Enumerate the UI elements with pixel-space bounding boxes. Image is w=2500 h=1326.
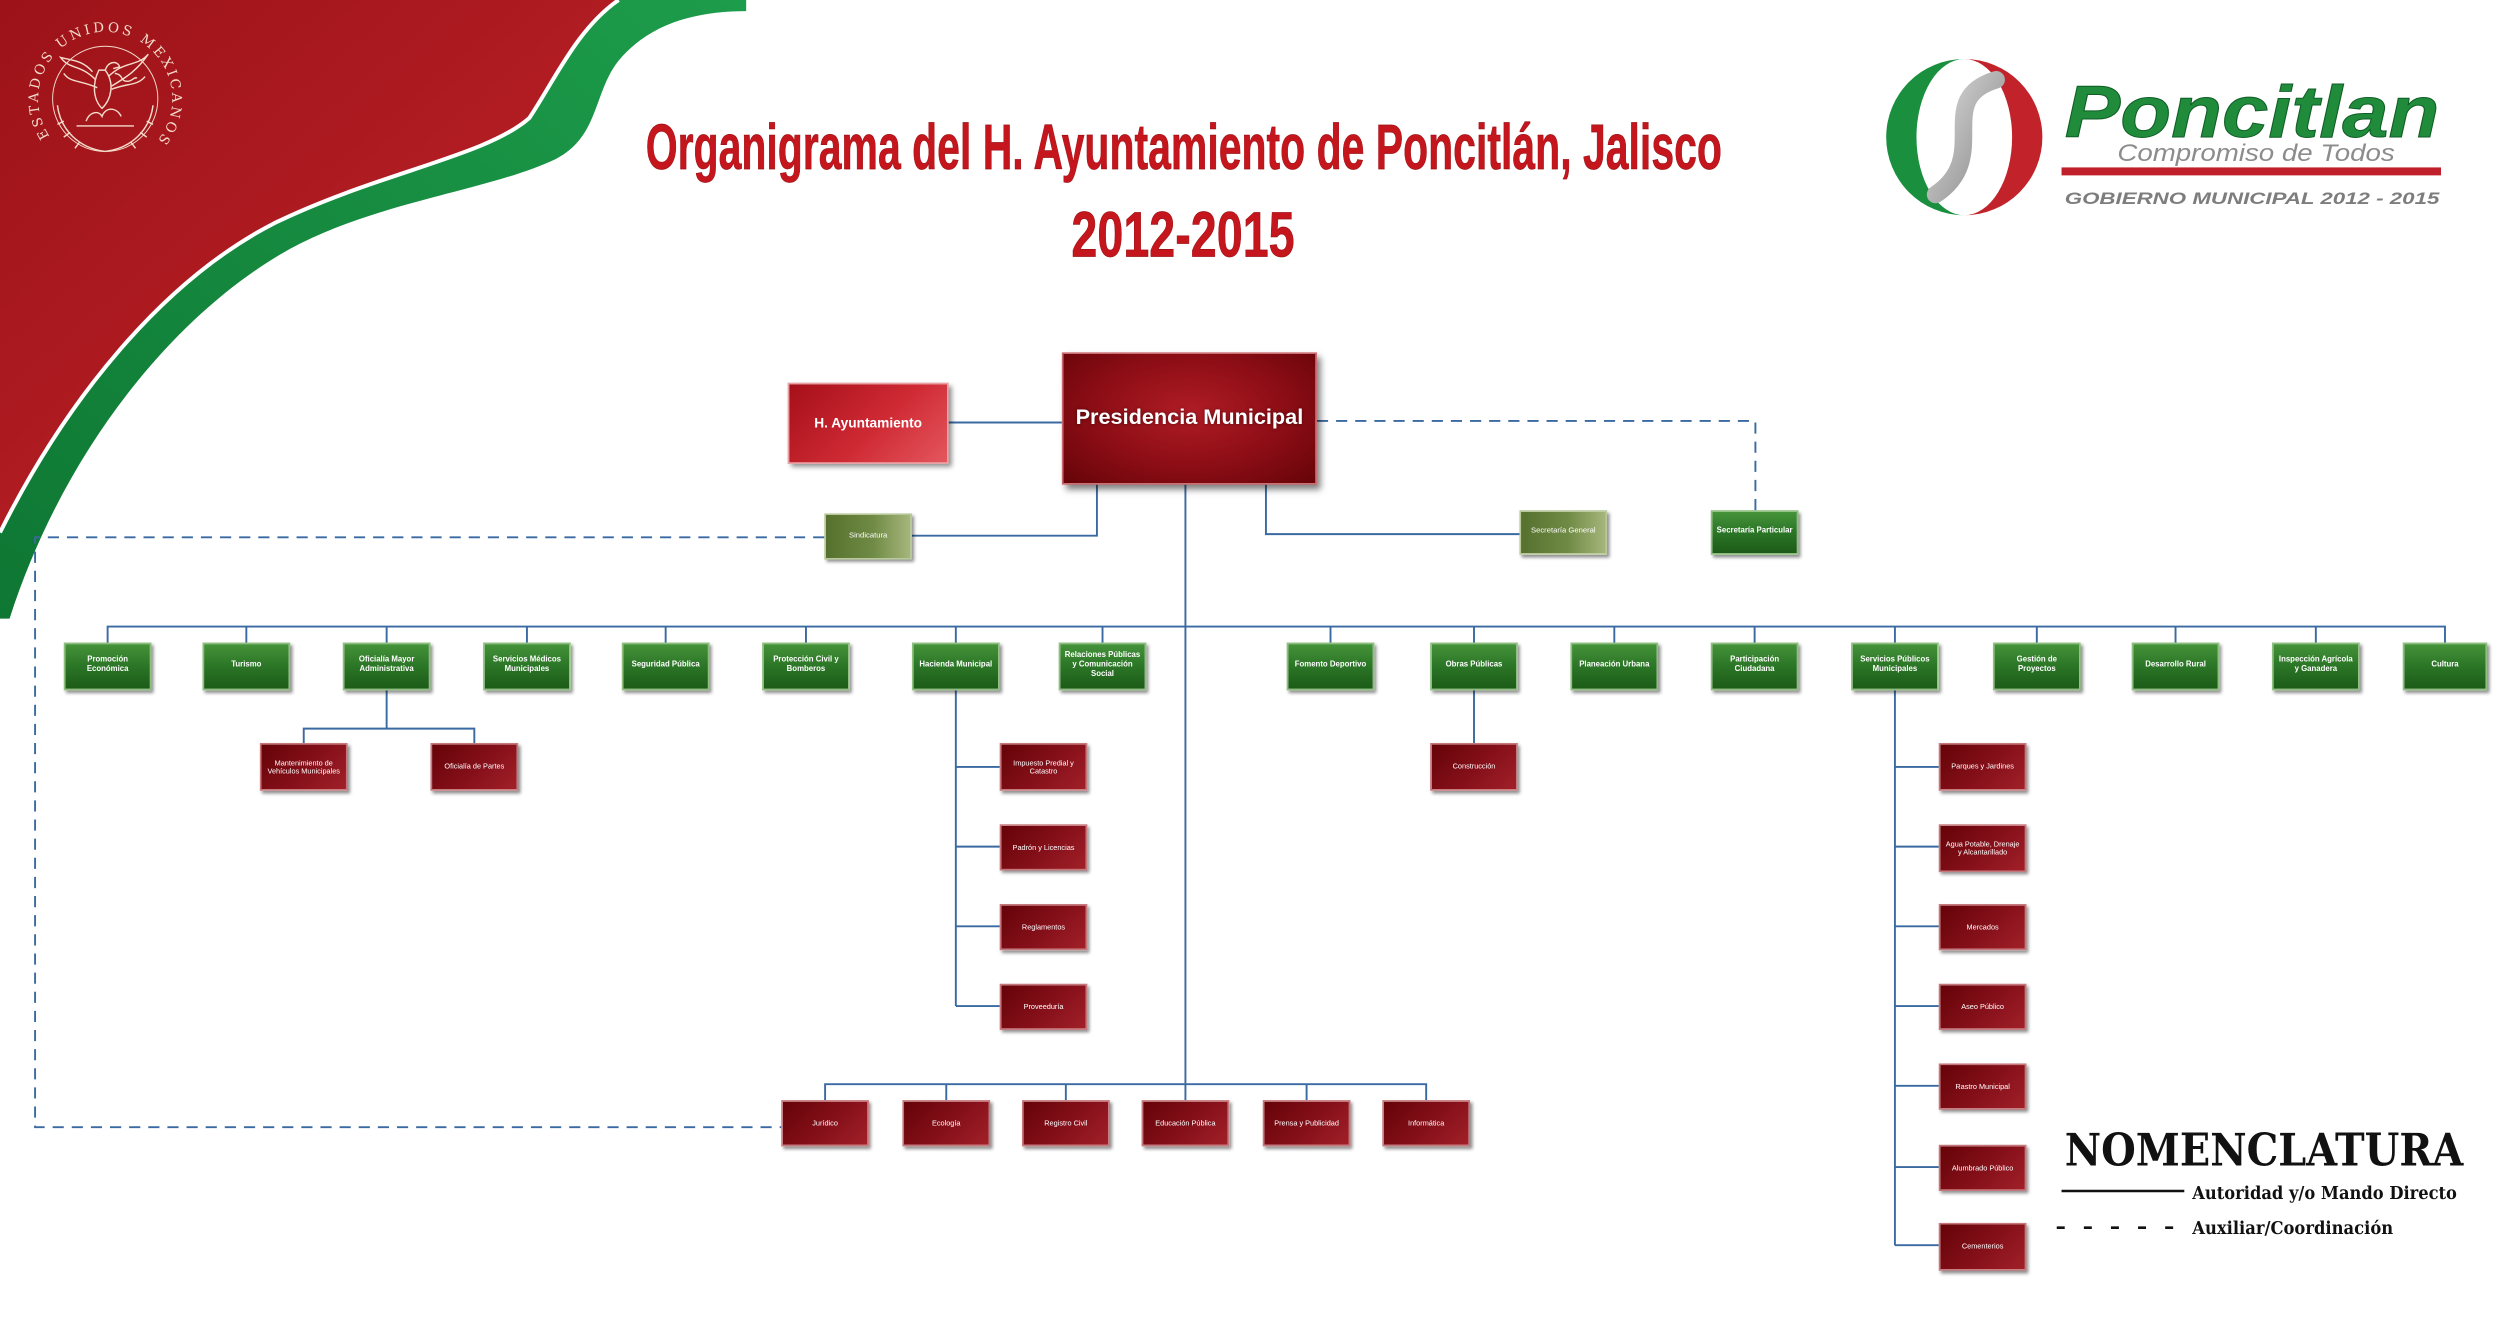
department-box: Seguridad Pública bbox=[621, 642, 710, 691]
servicios-subunit-box: Mercados bbox=[1938, 904, 2027, 951]
presidencia-municipal-box: Presidencia Municipal bbox=[1061, 352, 1317, 485]
department-box: Hacienda Municipal bbox=[911, 642, 1000, 691]
department-box: Promoción Económica bbox=[63, 642, 152, 691]
direct-authority-lines bbox=[106, 421, 2446, 1247]
legend: NOMENCLATURA Autoridad y/o Mando Directo… bbox=[2056, 1123, 2465, 1239]
staff-unit-box: Registro Civil bbox=[1021, 1100, 1110, 1147]
legend-direct-label: Autoridad y/o Mando Directo bbox=[2191, 1184, 2457, 1204]
logo-name: Poncitlan bbox=[2065, 71, 2440, 153]
logo-slogan: Compromiso de Todos bbox=[2117, 140, 2394, 167]
department-box: Planeación Urbana bbox=[1570, 642, 1659, 691]
sindicatura-box: Sindicatura bbox=[824, 513, 912, 560]
servicios-subunit-box: Agua Potable, Drenaje y Alcantarillado bbox=[1938, 824, 2027, 873]
municipal-emblem-icon bbox=[1886, 58, 2043, 216]
department-box: Desarrollo Rural bbox=[2131, 642, 2220, 691]
oficialia-subunit-box: Mantenimiento de Vehículos Municipales bbox=[259, 742, 348, 791]
title-line-1: Organigrama del H. Ayuntamiento de Ponci… bbox=[646, 111, 1722, 183]
red-swoosh bbox=[0, 0, 619, 533]
secretaria-general-box: Secretaría General bbox=[1519, 510, 1608, 555]
department-box: Obras Públicas bbox=[1430, 642, 1518, 691]
swoosh-divider bbox=[0, 0, 620, 534]
poncitlan-logo: Poncitlan Compromiso de Todos GOBIERNO M… bbox=[1886, 58, 2441, 216]
department-box: Relaciones Públicas y Comunicación Socia… bbox=[1058, 642, 1147, 691]
department-box: Turismo bbox=[202, 642, 291, 691]
department-box: Fomento Deportivo bbox=[1286, 642, 1375, 691]
servicios-subunit-box: Alumbrado Público bbox=[1938, 1144, 2027, 1192]
oficialia-subunit-box: Oficialía de Partes bbox=[430, 742, 519, 791]
department-box: Cultura bbox=[2402, 642, 2488, 691]
servicios-subunit-box: Cementerios bbox=[1938, 1222, 2027, 1271]
servicios-subunit-box: Parques y Jardines bbox=[1938, 742, 2027, 791]
hacienda-subunit-box: Reglamentos bbox=[999, 904, 1088, 951]
secretaria-particular-box: Secretaría Particular bbox=[1710, 510, 1799, 555]
hacienda-subunit-box: Proveeduría bbox=[999, 983, 1088, 1030]
title-line-2: 2012-2015 bbox=[1071, 199, 1294, 271]
staff-unit-box: Ecología bbox=[902, 1100, 991, 1147]
servicios-subunit-box: Rastro Municipal bbox=[1938, 1063, 2027, 1110]
servicios-subunit-box: Aseo Público bbox=[1938, 983, 2027, 1030]
logo-government: GOBIERNO MUNICIPAL 2012 - 2015 bbox=[2065, 189, 2441, 208]
staff-unit-box: Informática bbox=[1382, 1100, 1471, 1147]
department-box: Protección Civil y Bomberos bbox=[762, 642, 850, 691]
department-box: Servicios Públicos Municipales bbox=[1851, 642, 1939, 691]
department-box: Participación Ciudadana bbox=[1710, 642, 1799, 691]
department-box: Gestión de Proyectos bbox=[1992, 642, 2081, 691]
department-box: Oficialía Mayor Administrativa bbox=[342, 642, 431, 691]
hacienda-subunit-box: Padrón y Licencias bbox=[999, 824, 1088, 871]
h-ayuntamiento-box: H. Ayuntamiento bbox=[787, 382, 949, 464]
legend-title: NOMENCLATURA bbox=[2065, 1123, 2465, 1176]
staff-unit-box: Prensa y Publicidad bbox=[1262, 1100, 1351, 1147]
hacienda-subunit-box: Impuesto Predial y Catastro bbox=[999, 742, 1088, 791]
legend-auxiliary-label: Auxiliar/Coordinación bbox=[2191, 1219, 2393, 1239]
department-box: Inspección Agrícola y Ganadera bbox=[2271, 642, 2360, 691]
obras-subunit-box: Construcción bbox=[1430, 742, 1518, 791]
coordination-lines bbox=[34, 419, 1757, 1129]
logo-red-bar bbox=[2061, 167, 2441, 176]
staff-unit-box: Educación Pública bbox=[1141, 1100, 1230, 1147]
staff-unit-box: Jurídico bbox=[781, 1100, 869, 1147]
department-box: Servicios Médicos Municipales bbox=[483, 642, 571, 691]
